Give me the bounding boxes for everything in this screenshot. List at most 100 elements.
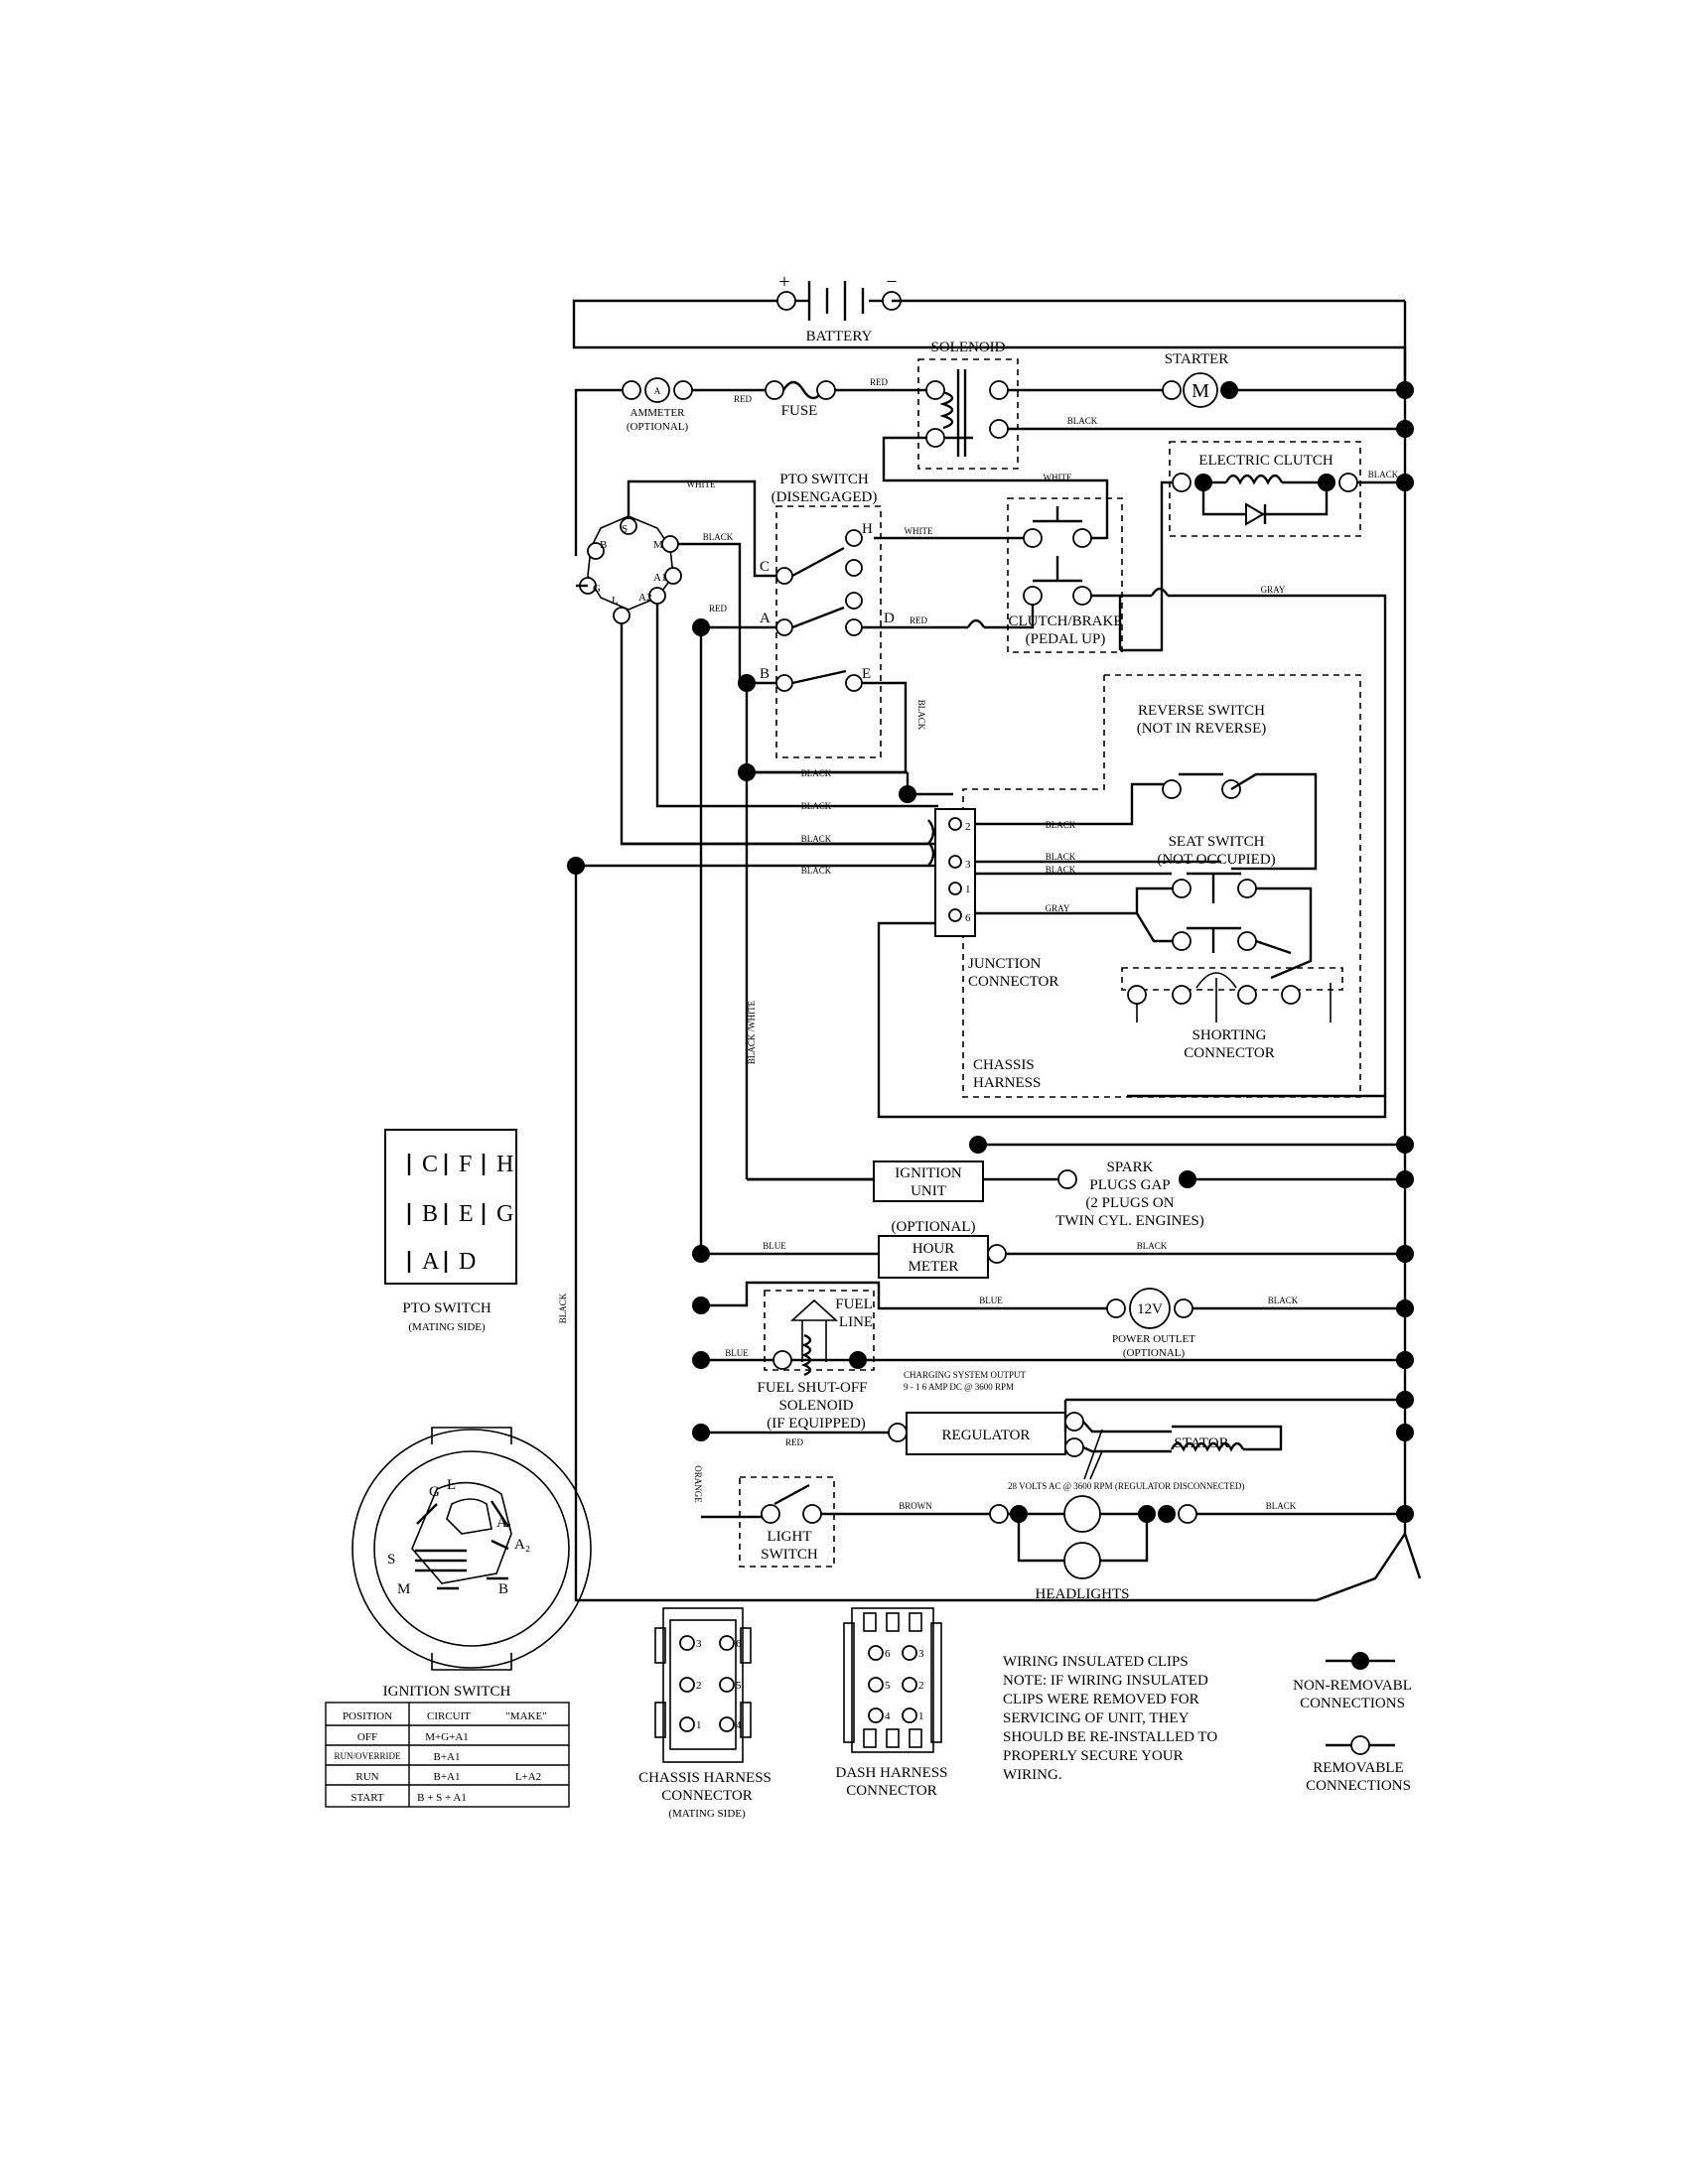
electric-clutch-label: ELECTRIC CLUTCH bbox=[1198, 453, 1333, 469]
charging-amp-label: 9 - 1 6 AMP DC @ 3600 RPM bbox=[904, 1382, 1014, 1392]
svg-text:BROWN: BROWN bbox=[899, 1501, 932, 1511]
starter: M STARTER bbox=[1162, 351, 1238, 408]
battery-label: BATTERY bbox=[806, 329, 873, 344]
hour-meter-label: HOUR bbox=[912, 1241, 955, 1257]
svg-text:RED: RED bbox=[734, 394, 753, 404]
light-switch-label: LIGHT bbox=[768, 1529, 812, 1545]
ignition-switch-label: IGNITION SWITCH bbox=[383, 1684, 511, 1700]
table-cell: M+G+A1 bbox=[425, 1731, 469, 1743]
table-row: OFF bbox=[357, 1731, 377, 1743]
svg-text:BLACK: BLACK bbox=[1046, 852, 1076, 862]
solenoid: SOLENOID BLACK bbox=[917, 340, 1098, 470]
svg-text:L: L bbox=[447, 1477, 456, 1493]
table-row: RUN/OVERRIDE bbox=[335, 1751, 402, 1761]
fuse-label: FUSE bbox=[781, 403, 818, 419]
svg-text:BLACK: BLACK bbox=[1137, 1241, 1168, 1251]
pto-mating-side: (MATING SIDE) bbox=[408, 1321, 486, 1333]
svg-text:BLACK: BLACK bbox=[1266, 1501, 1297, 1511]
svg-text:BLACK: BLACK bbox=[801, 834, 832, 844]
chassis-connector-sub: CONNECTOR bbox=[661, 1788, 752, 1804]
dash-connector-sub: CONNECTOR bbox=[846, 1783, 936, 1799]
dash-pins-number: 3 bbox=[918, 1648, 924, 1660]
svg-text:BLACK: BLACK bbox=[1268, 1296, 1299, 1305]
power-outlet: 12V POWER OUTLET (OPTIONAL) BLUE BLACK bbox=[701, 1281, 1405, 1359]
removable-ring-icon bbox=[1350, 1735, 1370, 1755]
dash-pins-hole bbox=[902, 1707, 917, 1723]
svg-text:B: B bbox=[498, 1581, 508, 1597]
ignition-switch-face: G L A₁ A₂ S M B IGNITION SWITCH bbox=[351, 1427, 592, 1700]
ignition-terminal-block: B S M A1 G L A2 WHITE BLACK RED bbox=[576, 479, 734, 624]
non-removable-connections bbox=[567, 381, 1414, 1523]
shorting-connector: SHORTING CONNECTOR bbox=[1121, 967, 1343, 1061]
svg-text:BLACK: BLACK bbox=[801, 866, 832, 876]
svg-text:BLUE: BLUE bbox=[763, 1241, 786, 1251]
seat-switch-label: SEAT SWITCH bbox=[1169, 834, 1265, 850]
dash-pins-hole bbox=[868, 1707, 884, 1723]
svg-text:C: C bbox=[760, 559, 770, 575]
ignition-table: POSITION CIRCUIT "MAKE" OFF M+G+A1 RUN/O… bbox=[325, 1702, 570, 1808]
chassis-connector-mating: (MATING SIDE) bbox=[668, 1808, 746, 1820]
svg-text:BLACK: BLACK bbox=[1368, 470, 1399, 479]
svg-text:S: S bbox=[622, 523, 628, 535]
starter-label: STARTER bbox=[1165, 351, 1229, 367]
chassis-pins-hole bbox=[719, 1716, 735, 1732]
dash-connector-label: DASH HARNESS bbox=[836, 1765, 948, 1781]
fuel-shutoff-solenoid-label: SOLENOID bbox=[779, 1398, 854, 1414]
svg-text:E: E bbox=[862, 666, 871, 682]
hour-meter: (OPTIONAL) HOUR METER BLUE BLACK bbox=[701, 1219, 1405, 1279]
svg-text:L: L bbox=[612, 595, 619, 607]
pto-switch-label: PTO SWITCH bbox=[779, 472, 868, 487]
chassis-pins-hole bbox=[679, 1716, 695, 1732]
spark-engines-label: TWIN CYL. ENGINES) bbox=[1055, 1213, 1204, 1229]
fuel-shutoff-label: FUEL SHUT-OFF bbox=[758, 1380, 868, 1396]
table-header-circuit: CIRCUIT bbox=[427, 1710, 471, 1722]
svg-text:BLACK: BLACK bbox=[1046, 865, 1076, 875]
svg-text:RED: RED bbox=[785, 1437, 804, 1447]
chassis-pins-number: 5 bbox=[736, 1680, 742, 1692]
note-title: WIRING INSULATED CLIPS bbox=[1003, 1654, 1189, 1670]
dash-pins-hole bbox=[902, 1645, 917, 1661]
note-line: CLIPS WERE REMOVED FOR bbox=[1003, 1692, 1199, 1707]
chassis-pins-number: 1 bbox=[696, 1719, 702, 1731]
pto-mating-letter: B bbox=[422, 1201, 438, 1227]
table-cell: L+A2 bbox=[515, 1771, 541, 1783]
pto-mating-letter: F bbox=[459, 1152, 472, 1177]
main-wires bbox=[572, 299, 1422, 1602]
table-cell: B+A1 bbox=[434, 1751, 461, 1763]
svg-text:A2: A2 bbox=[638, 592, 651, 604]
harness-label: HARNESS bbox=[973, 1075, 1041, 1091]
fuel-line-label: FUEL bbox=[835, 1297, 873, 1312]
dash-pins-hole bbox=[868, 1677, 884, 1693]
note-line: SERVICING OF UNIT, THEY bbox=[1003, 1710, 1190, 1726]
svg-text:A₂: A₂ bbox=[514, 1537, 530, 1553]
svg-text:M: M bbox=[653, 539, 663, 551]
ammeter-optional: (OPTIONAL) bbox=[627, 421, 689, 433]
fuel-shutoff-equipped: (IF EQUIPPED) bbox=[767, 1416, 866, 1432]
dash-pins-number: 5 bbox=[885, 1680, 891, 1692]
regulator-label: REGULATOR bbox=[942, 1428, 1031, 1443]
svg-text:A: A bbox=[654, 386, 661, 396]
ignition-unit: IGNITION UNIT SPARK PLUGS GAP (2 PLUGS O… bbox=[747, 1000, 1405, 1229]
legend-removable-sub: CONNECTIONS bbox=[1306, 1778, 1411, 1794]
reverse-switch: REVERSE SWITCH (NOT IN REVERSE) bbox=[1137, 703, 1318, 871]
svg-text:WHITE: WHITE bbox=[687, 479, 716, 489]
chassis-pins-number: 6 bbox=[736, 1638, 742, 1650]
svg-text:BLACK: BLACK bbox=[1046, 820, 1076, 830]
svg-text:BLACK: BLACK bbox=[558, 1293, 568, 1323]
svg-text:G: G bbox=[429, 1484, 440, 1500]
svg-text:B: B bbox=[600, 539, 607, 551]
table-header-make: "MAKE" bbox=[505, 1710, 546, 1722]
svg-text:6: 6 bbox=[965, 912, 971, 924]
non-removable-dot-icon bbox=[1351, 1652, 1369, 1670]
charging-output-label: CHARGING SYSTEM OUTPUT bbox=[904, 1370, 1027, 1380]
connection-legend: NON-REMOVABL CONNECTIONS REMOVABLE CONNE… bbox=[1293, 1652, 1412, 1794]
table-cell: B + S + A1 bbox=[417, 1792, 467, 1804]
svg-text:G: G bbox=[593, 583, 601, 595]
svg-text:12V: 12V bbox=[1137, 1301, 1163, 1317]
junction-connector: 2 3 1 6 JUNCTION CONNECTOR BLACK BLACK B… bbox=[801, 768, 1076, 990]
electric-clutch: ELECTRIC CLUTCH BLACK bbox=[1169, 441, 1399, 537]
chassis-harness: CHASSIS HARNESS bbox=[962, 674, 1361, 1098]
note-line: NOTE: IF WIRING INSULATED bbox=[1003, 1673, 1208, 1689]
svg-text:B: B bbox=[760, 666, 770, 682]
